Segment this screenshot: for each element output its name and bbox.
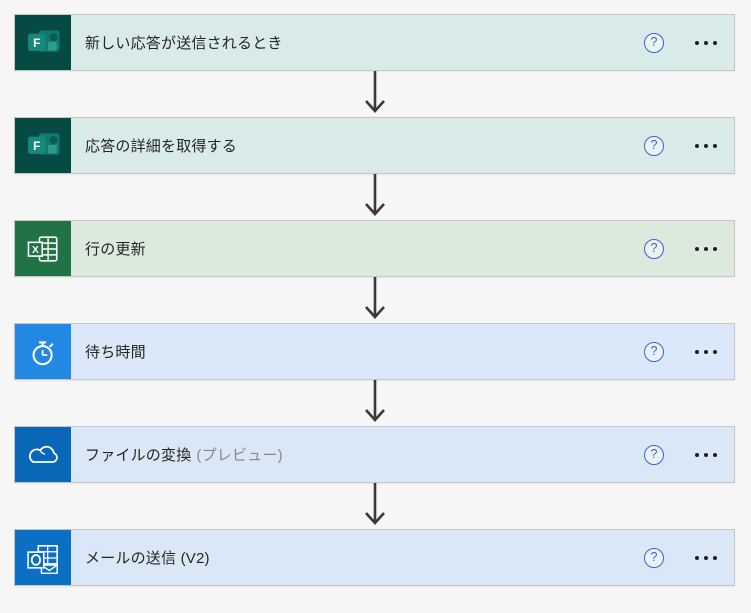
step-title-suffix: (プレビュー)	[196, 447, 283, 464]
step-title-text: 行の更新	[85, 241, 146, 258]
flow-arrow-icon	[14, 380, 735, 426]
ellipsis-menu-icon[interactable]	[694, 447, 718, 463]
microsoft-forms-icon	[15, 118, 71, 173]
ellipsis-menu-icon[interactable]	[694, 138, 718, 154]
step-when-new-response-submitted[interactable]: 新しい応答が送信されるとき ?	[14, 14, 735, 71]
step-delay[interactable]: 待ち時間 ?	[14, 323, 735, 380]
excel-glyph	[21, 227, 65, 271]
stopwatch-glyph	[21, 330, 65, 374]
ellipsis-menu-icon[interactable]	[694, 35, 718, 51]
help-icon[interactable]: ?	[644, 547, 664, 568]
flow-arrow-icon	[14, 277, 735, 323]
delay-stopwatch-icon	[15, 324, 71, 379]
help-icon[interactable]: ?	[644, 341, 664, 362]
step-title: ファイルの変換 (プレビュー)	[71, 427, 644, 482]
help-icon[interactable]: ?	[644, 444, 664, 465]
flow-arrow-icon	[14, 174, 735, 220]
onedrive-icon	[15, 427, 71, 482]
microsoft-forms-icon	[15, 15, 71, 70]
step-convert-file[interactable]: ファイルの変換 (プレビュー) ?	[14, 426, 735, 483]
ellipsis-menu-icon[interactable]	[694, 344, 718, 360]
microsoft-forms-glyph	[21, 21, 65, 65]
step-title: 行の更新	[71, 221, 644, 276]
ellipsis-menu-icon[interactable]	[694, 550, 718, 566]
step-title: メールの送信 (V2)	[71, 530, 644, 585]
step-title: 新しい応答が送信されるとき	[71, 15, 644, 70]
ellipsis-menu-icon[interactable]	[694, 241, 718, 257]
outlook-icon	[15, 530, 71, 585]
step-title-text: 待ち時間	[85, 344, 146, 361]
step-title: 応答の詳細を取得する	[71, 118, 644, 173]
step-title: 待ち時間	[71, 324, 644, 379]
step-title-text: ファイルの変換	[85, 447, 192, 464]
step-update-row[interactable]: 行の更新 ?	[14, 220, 735, 277]
help-icon[interactable]: ?	[644, 32, 664, 53]
outlook-glyph	[21, 536, 65, 580]
step-title-text: メールの送信 (V2)	[85, 550, 210, 567]
excel-icon	[15, 221, 71, 276]
microsoft-forms-glyph	[21, 124, 65, 168]
step-title-text: 応答の詳細を取得する	[85, 138, 238, 155]
flow-arrow-icon	[14, 483, 735, 529]
onedrive-cloud-glyph	[20, 432, 66, 478]
step-get-response-details[interactable]: 応答の詳細を取得する ?	[14, 117, 735, 174]
step-title-text: 新しい応答が送信されるとき	[85, 35, 283, 52]
help-icon[interactable]: ?	[644, 135, 664, 156]
help-icon[interactable]: ?	[644, 238, 664, 259]
step-send-email[interactable]: メールの送信 (V2) ?	[14, 529, 735, 586]
flow-arrow-icon	[14, 71, 735, 117]
